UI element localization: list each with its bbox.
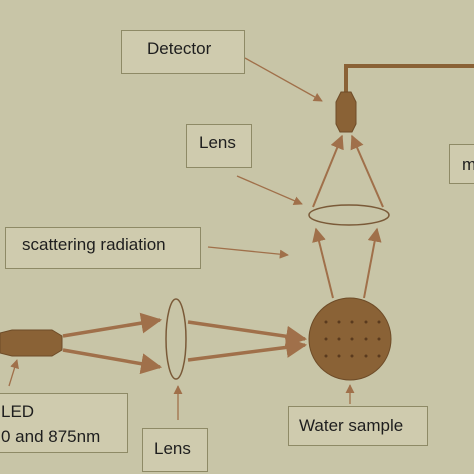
focus-ray-right (350, 134, 384, 208)
led-emitter (0, 329, 63, 357)
lens-top-label: Lens (199, 133, 236, 152)
beam-lens-top (187, 320, 308, 347)
detector (335, 91, 357, 133)
detector-cable (344, 64, 474, 92)
lens-top-callout-arrow (236, 175, 303, 205)
led-label-line1: LED (1, 402, 35, 421)
lens-top-label-box: Lens (186, 124, 252, 168)
water-sample-dots (324, 320, 381, 358)
lens-bottom-label: Lens (154, 439, 191, 458)
water-sample (308, 297, 392, 381)
lens-bottom-label-box: Lens (142, 428, 208, 472)
lower-lens (165, 298, 187, 380)
detector-label: Detector (147, 39, 212, 58)
right-partial-label: m (462, 156, 474, 173)
led-callout-arrow (8, 359, 19, 387)
water-sample-label-box: Water sample (288, 406, 428, 446)
beam-led-top (62, 312, 163, 338)
focus-ray-left (312, 134, 344, 208)
upper-lens (308, 204, 390, 226)
right-partial-label-box: m (449, 144, 474, 184)
scatter-ray-left (312, 227, 334, 299)
led-label-line2: 0 and 875nm (1, 427, 101, 446)
detector-label-box: Detector (121, 30, 245, 74)
scattering-label-box: scattering radiation (5, 227, 201, 269)
led-label-box: LED 0 and 875nm (0, 393, 128, 453)
detector-callout-arrow (244, 57, 323, 102)
beam-led-bottom (62, 348, 163, 375)
water-sample-label: Water sample (299, 416, 404, 435)
scattering-label: scattering radiation (22, 235, 166, 254)
scattering-callout-arrow (207, 246, 289, 259)
beam-lens-bottom (187, 336, 308, 362)
scatter-ray-right (363, 227, 382, 299)
